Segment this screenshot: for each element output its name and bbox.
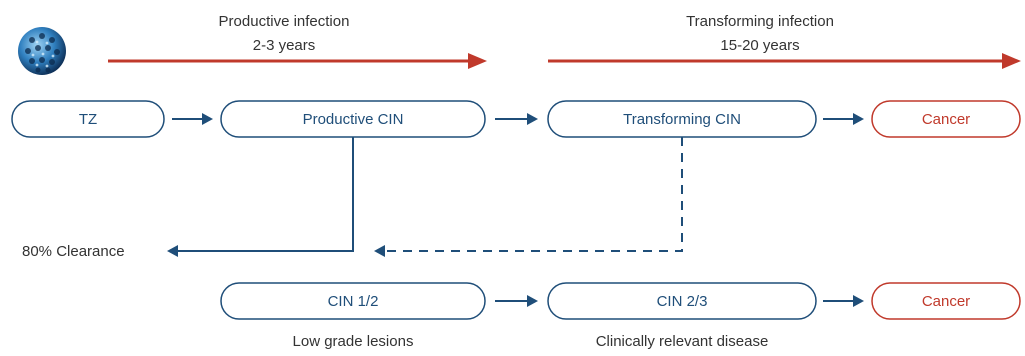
arrow-cin23-to-cancer <box>823 295 864 307</box>
transforming-cin-label: Transforming CIN <box>623 111 741 128</box>
phase-transforming-duration: 15-20 years <box>720 37 799 54</box>
cin23-label: CIN 2/3 <box>657 293 708 310</box>
cancer-label-bottom: Cancer <box>922 293 970 310</box>
cin23-node: CIN 2/3 <box>547 282 817 320</box>
cancer-label-top: Cancer <box>922 111 970 128</box>
productive-cin-label: Productive CIN <box>303 111 404 128</box>
arrow-cin12-to-cin23 <box>495 295 538 307</box>
regression-dashed-arrow <box>374 137 683 257</box>
cancer-node-top: Cancer <box>871 100 1021 138</box>
clearance-label: 80% Clearance <box>22 243 125 260</box>
cin12-node: CIN 1/2 <box>220 282 486 320</box>
tz-label: TZ <box>79 111 97 128</box>
cancer-node-bottom: Cancer <box>871 282 1021 320</box>
arrow-productive-to-transforming <box>495 113 538 125</box>
arrow-tz-to-productive <box>172 113 213 125</box>
phase-productive-label: Productive infection <box>219 13 350 30</box>
clearance-arrow <box>167 137 354 257</box>
productive-cin-node: Productive CIN <box>220 100 486 138</box>
productive-phase-arrow <box>108 53 487 69</box>
virus-icon <box>18 27 66 75</box>
caption-low-grade: Low grade lesions <box>293 333 414 350</box>
caption-clinically-relevant: Clinically relevant disease <box>596 333 769 350</box>
tz-node: TZ <box>11 100 165 138</box>
transforming-phase-arrow <box>548 53 1021 69</box>
cin12-label: CIN 1/2 <box>328 293 379 310</box>
arrow-transforming-to-cancer <box>823 113 864 125</box>
phase-productive-duration: 2-3 years <box>253 37 316 54</box>
phase-transforming-label: Transforming infection <box>686 13 834 30</box>
transforming-cin-node: Transforming CIN <box>547 100 817 138</box>
